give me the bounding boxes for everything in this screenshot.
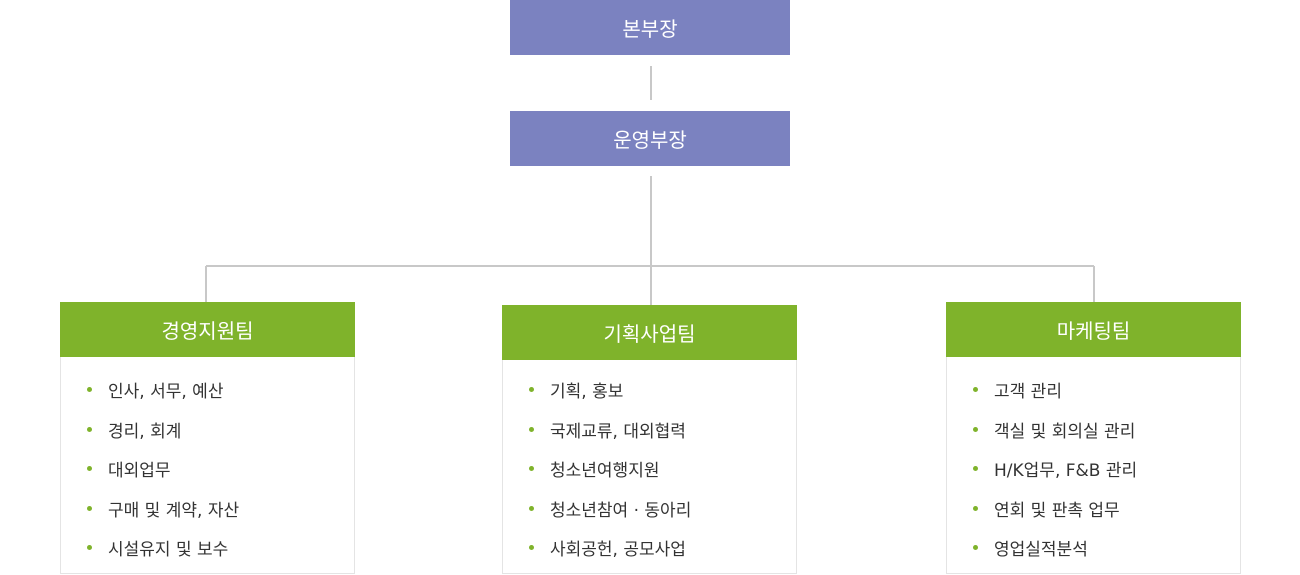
- list-item: 영업실적분석: [973, 528, 1240, 568]
- list-item: H/K업무, F&B 관리: [973, 449, 1240, 489]
- bullet-icon: [529, 466, 534, 472]
- list-item: 대외업무: [87, 449, 354, 489]
- duty-label: 대외업무: [108, 461, 171, 482]
- duty-label: 인사, 서무, 예산: [108, 382, 224, 403]
- bullet-icon: [529, 426, 534, 432]
- head-box: 본부장: [510, 0, 790, 55]
- team-header: 마케팅팀: [946, 302, 1241, 357]
- bullet-icon: [87, 426, 92, 432]
- duty-label: 경리, 회계: [108, 421, 182, 442]
- bullet-icon: [87, 545, 92, 551]
- list-item: 인사, 서무, 예산: [87, 370, 354, 410]
- bullet-icon: [973, 505, 978, 511]
- duty-label: 영업실적분석: [994, 540, 1088, 561]
- team-planning-projects: 기획사업팀 기획, 홍보 국제교류, 대외협력 청소년여행지원 청소년참여 · …: [502, 305, 797, 574]
- duty-label: 국제교류, 대외협력: [550, 421, 686, 442]
- team-duties-list: 고객 관리 객실 및 회의실 관리 H/K업무, F&B 관리 연회 및 판촉 …: [946, 357, 1241, 574]
- bullet-icon: [87, 505, 92, 511]
- team-header: 기획사업팀: [502, 305, 797, 360]
- duty-label: 청소년참여 · 동아리: [550, 500, 692, 521]
- list-item: 시설유지 및 보수: [87, 528, 354, 568]
- duty-label: 연회 및 판촉 업무: [994, 500, 1120, 521]
- bullet-icon: [973, 545, 978, 551]
- team-title: 마케팅팀: [1056, 319, 1131, 343]
- bullet-icon: [529, 387, 534, 393]
- team-header: 경영지원팀: [60, 302, 355, 357]
- list-item: 청소년여행지원: [529, 449, 796, 489]
- list-item: 연회 및 판촉 업무: [973, 489, 1240, 529]
- duty-label: 기획, 홍보: [550, 382, 624, 403]
- list-item: 청소년참여 · 동아리: [529, 489, 796, 529]
- list-item: 기획, 홍보: [529, 370, 796, 410]
- duty-label: 고객 관리: [994, 382, 1062, 403]
- duty-label: 객실 및 회의실 관리: [994, 421, 1136, 442]
- team-duties-list: 기획, 홍보 국제교류, 대외협력 청소년여행지원 청소년참여 · 동아리 사회…: [502, 360, 797, 574]
- team-title: 경영지원팀: [161, 319, 254, 343]
- list-item: 객실 및 회의실 관리: [973, 410, 1240, 450]
- bullet-icon: [973, 466, 978, 472]
- manager-label: 운영부장: [613, 128, 687, 152]
- team-duties-list: 인사, 서무, 예산 경리, 회계 대외업무 구매 및 계약, 자산 시설유지 …: [60, 357, 355, 574]
- list-item: 경리, 회계: [87, 410, 354, 450]
- list-item: 사회공헌, 공모사업: [529, 528, 796, 568]
- team-title: 기획사업팀: [603, 322, 696, 346]
- bullet-icon: [87, 466, 92, 472]
- duty-label: 구매 및 계약, 자산: [108, 500, 240, 521]
- bullet-icon: [87, 387, 92, 393]
- list-item: 고객 관리: [973, 370, 1240, 410]
- duty-label: H/K업무, F&B 관리: [994, 461, 1138, 482]
- bullet-icon: [973, 426, 978, 432]
- team-marketing: 마케팅팀 고객 관리 객실 및 회의실 관리 H/K업무, F&B 관리 연회 …: [946, 302, 1241, 574]
- head-label: 본부장: [622, 17, 678, 41]
- list-item: 국제교류, 대외협력: [529, 410, 796, 450]
- bullet-icon: [529, 545, 534, 551]
- duty-label: 청소년여행지원: [550, 461, 660, 482]
- list-item: 구매 및 계약, 자산: [87, 489, 354, 529]
- bullet-icon: [529, 505, 534, 511]
- team-management-support: 경영지원팀 인사, 서무, 예산 경리, 회계 대외업무 구매 및 계약, 자산…: [60, 302, 355, 574]
- duty-label: 사회공헌, 공모사업: [550, 540, 686, 561]
- duty-label: 시설유지 및 보수: [108, 540, 229, 561]
- manager-box: 운영부장: [510, 111, 790, 166]
- bullet-icon: [973, 387, 978, 393]
